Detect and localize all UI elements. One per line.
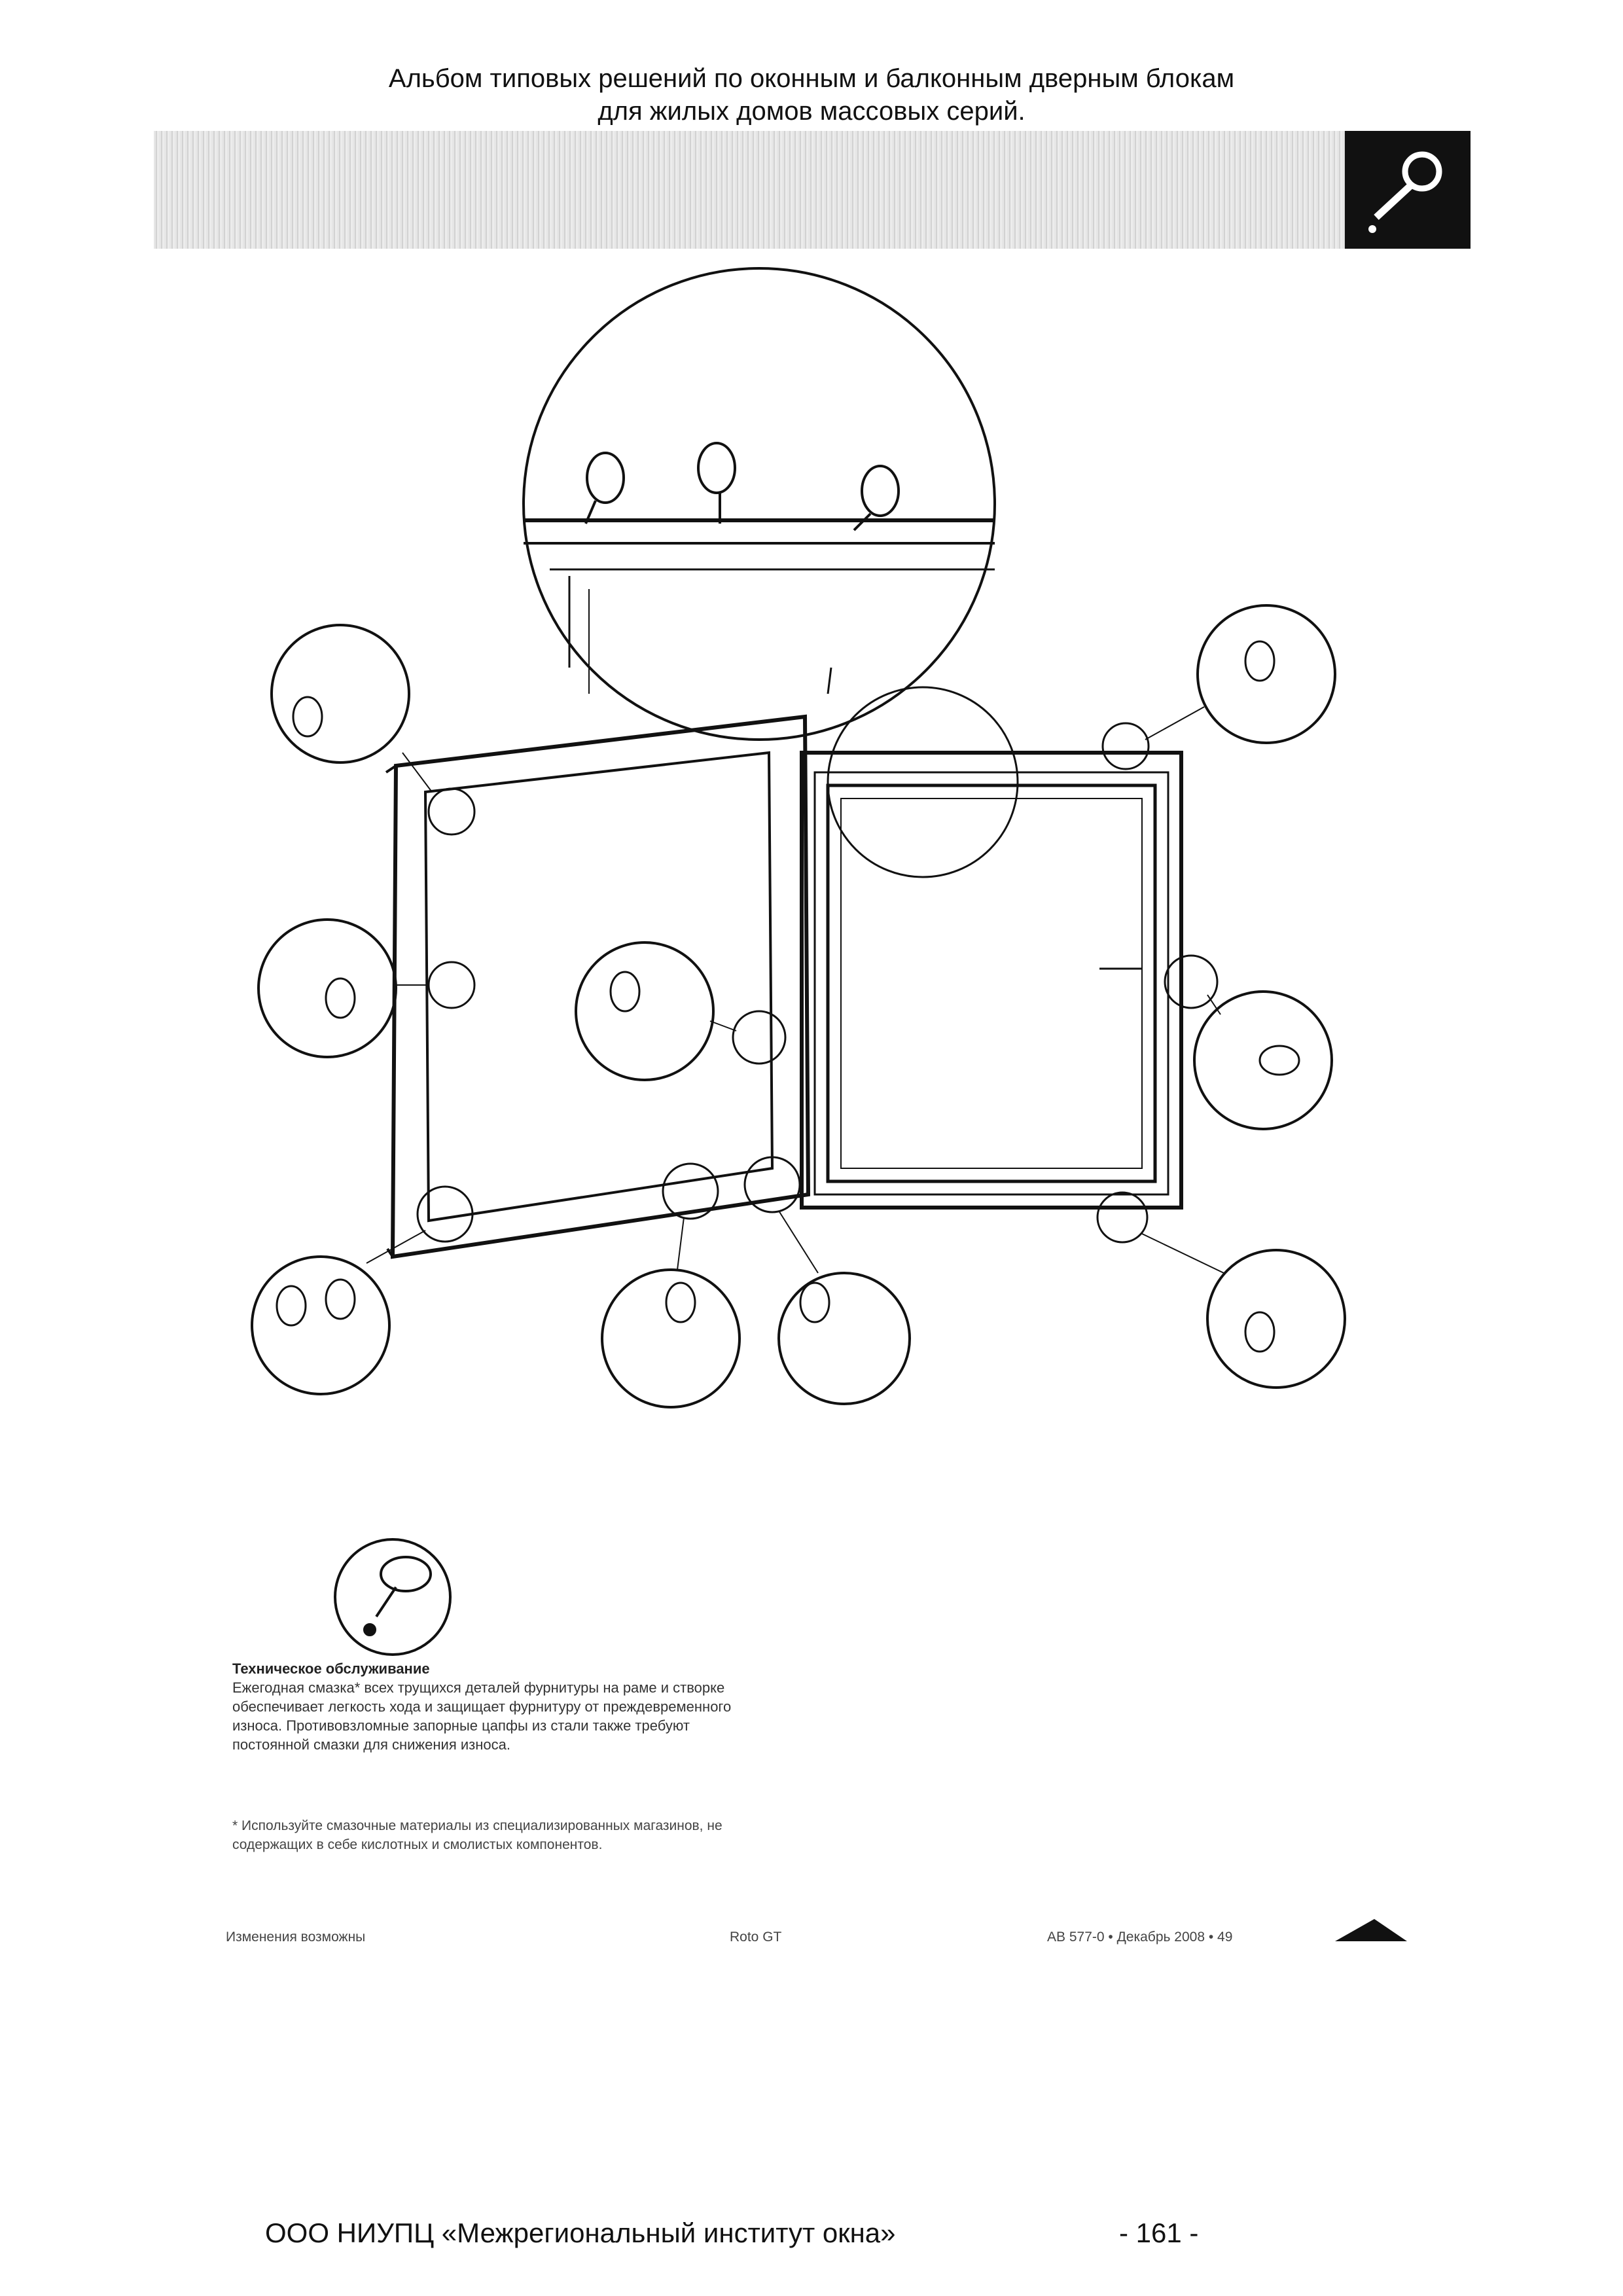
- oil-can-icon: [1345, 131, 1471, 249]
- detail-circle-top-left: [270, 624, 410, 764]
- opened-sash: [385, 714, 811, 1259]
- detail-circle-bottom-right-2: [1206, 1249, 1346, 1389]
- notes-heading: Техническое обслуживание: [232, 1660, 430, 1677]
- doc-footer-center: Roto GT: [730, 1929, 782, 1945]
- notes-body: Ежегодная смазка* всех трущихся деталей …: [232, 1679, 732, 1753]
- detail-circle-center: [575, 941, 715, 1081]
- album-title-line2: для жилых домов массовых серий.: [597, 97, 1026, 126]
- detail-circle-bottom-left: [251, 1255, 391, 1395]
- header-band: [154, 131, 1345, 249]
- album-title-line1: Альбом типовых решений по оконным и балк…: [388, 64, 1235, 93]
- lubrication-points: [416, 722, 1219, 1244]
- organization-name: ООО НИУПЦ «Межрегиональный институт окна…: [265, 2217, 896, 2248]
- detail-circle-mid-left: [257, 918, 397, 1058]
- detail-circle-mid-right: [1193, 990, 1333, 1130]
- notes-footnote: * Используйте смазочные материалы из спе…: [232, 1818, 722, 1852]
- magnifier-top-large: [522, 267, 996, 741]
- oil-can-icons-large: [524, 442, 995, 694]
- album-title: Альбом типовых решений по оконным и балк…: [196, 62, 1427, 128]
- leader-lines: [366, 706, 1224, 1274]
- page-number: - 161 -: [1119, 2217, 1199, 2248]
- roto-logo: [1335, 1919, 1407, 1941]
- doc-footer-left: Изменения возможны: [226, 1929, 366, 1945]
- maintenance-notes: Техническое обслуживание Ежегодная смазк…: [232, 1659, 756, 1754]
- detail-circle-bottom-right-1: [777, 1272, 911, 1405]
- lubrication-callout-icon: [334, 1538, 452, 1656]
- detail-circle-top-right: [1196, 604, 1336, 744]
- oil-can-icons-small: [276, 640, 1300, 1353]
- doc-footer-right: АВ 577-0 • Декабрь 2008 • 49: [1047, 1929, 1233, 1945]
- detail-circle-bottom-center: [601, 1268, 741, 1408]
- window-frame: [800, 751, 1183, 1210]
